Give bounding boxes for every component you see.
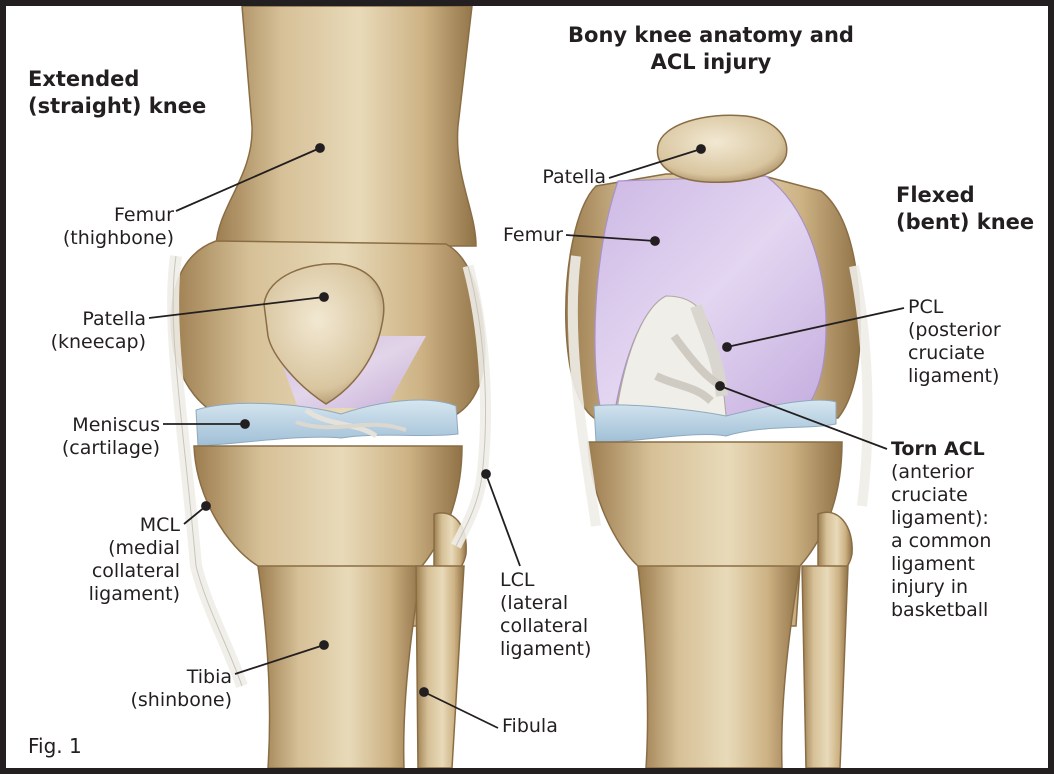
right-knee [566,115,868,768]
right-fibula-shaft [802,566,848,768]
heading-line: Flexed [896,182,1034,209]
label-torn-acl: Torn ACL (anterior cruciate ligament): a… [891,438,991,622]
label-line: cruciate [891,484,991,507]
label-patella-right: Patella [486,166,606,189]
figure-label: Fig. 1 [28,734,82,758]
title-line: Bony knee anatomy and [511,22,911,49]
label-line: Patella [486,166,606,189]
label-line: collateral [500,615,591,638]
label-femur-left: Femur (thighbone) [26,204,174,250]
left-fibula-shaft [416,566,464,768]
left-femur-shaft [216,6,476,246]
label-line: Meniscus [26,414,160,437]
label-line: (shinbone) [26,689,232,712]
figure-title: Bony knee anatomy and ACL injury [511,22,911,76]
label-mcl: MCL (medial collateral ligament) [26,514,180,606]
label-line: ligament) [26,583,180,606]
label-line: collateral [26,560,180,583]
label-line: MCL [26,514,180,537]
heading-line: Extended [28,66,206,93]
label-line: ligament) [908,365,1001,388]
label-line: (posterior [908,319,1001,342]
label-line: (lateral [500,592,591,615]
label-line: LCL [500,569,591,592]
label-tibia: Tibia (shinbone) [26,666,232,712]
label-line: basketball [891,599,991,622]
label-pcl: PCL (posterior cruciate ligament) [908,296,1001,388]
left-knee [171,6,485,768]
label-meniscus: Meniscus (cartilage) [26,414,160,460]
left-heading: Extended (straight) knee [28,66,206,120]
label-patella-left: Patella (kneecap) [26,308,146,354]
label-line: PCL [908,296,1001,319]
label-line: ligament): [891,507,991,530]
label-line: (medial [26,537,180,560]
label-line: ligament) [500,638,591,661]
label-line: (cartilage) [26,437,160,460]
label-line: Tibia [26,666,232,689]
heading-line: (straight) knee [28,93,206,120]
label-line: (anterior [891,461,991,484]
label-line: Femur [26,204,174,227]
label-line: Femur [446,224,563,247]
label-line: ligament [891,553,991,576]
right-patella [657,115,786,182]
label-femur-right: Femur [446,224,563,247]
label-line: injury in [891,576,991,599]
label-line: Fibula [502,715,558,738]
label-fibula: Fibula [502,715,558,738]
label-lcl: LCL (lateral collateral ligament) [500,569,591,661]
title-line: ACL injury [511,49,911,76]
label-line: (kneecap) [26,331,146,354]
label-line: Patella [26,308,146,331]
label-line: cruciate [908,342,1001,365]
right-tibia-shaft [638,566,800,768]
label-line: Torn ACL [891,438,991,461]
label-line: a common [891,530,991,553]
left-tibia-shaft [258,566,422,768]
label-line: (thighbone) [26,227,174,250]
heading-line: (bent) knee [896,209,1034,236]
right-heading: Flexed (bent) knee [896,182,1034,236]
